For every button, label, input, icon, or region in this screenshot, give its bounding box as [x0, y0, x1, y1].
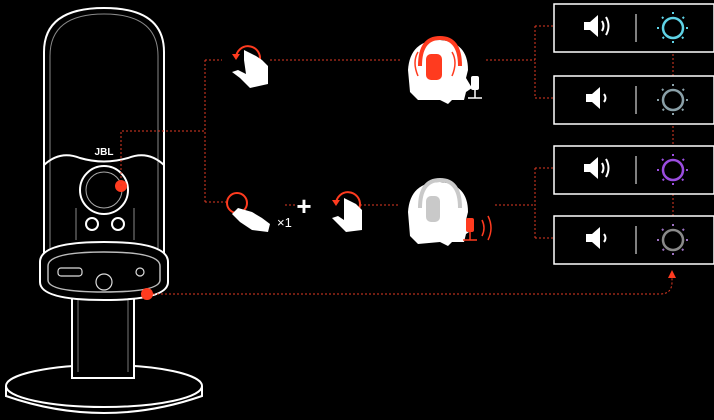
panel-3 — [553, 145, 714, 195]
head-headphones-inactive-icon — [408, 177, 472, 246]
light-ring-purple-icon — [657, 154, 689, 186]
head-headphones-active-icon — [408, 35, 472, 104]
rotate-gesture-icon-b — [332, 191, 362, 232]
mic-active-icon-b — [463, 215, 492, 241]
mic-inactive-icon-a — [468, 76, 482, 99]
light-ring-grey-icon — [657, 224, 689, 256]
ring-indicator-dot — [141, 288, 153, 300]
speaker-low-icon — [586, 87, 607, 109]
press-gesture-icon — [226, 192, 270, 232]
speaker-high-icon — [584, 157, 610, 179]
rotate-gesture-icon-a — [232, 45, 268, 88]
return-arrow-icon — [668, 270, 676, 278]
press-count-label: ×1 — [277, 215, 292, 230]
panel-4 — [553, 215, 714, 265]
panel-2 — [553, 75, 714, 125]
panel-1 — [553, 3, 714, 53]
plus-symbol: + — [296, 191, 311, 221]
speaker-low-icon — [586, 227, 607, 249]
speaker-high-icon — [584, 15, 610, 37]
light-ring-dim-icon — [657, 84, 689, 116]
brand-logo: JBL — [95, 147, 114, 158]
microphone-illustration — [5, 6, 203, 414]
light-ring-cyan-icon — [657, 12, 689, 44]
